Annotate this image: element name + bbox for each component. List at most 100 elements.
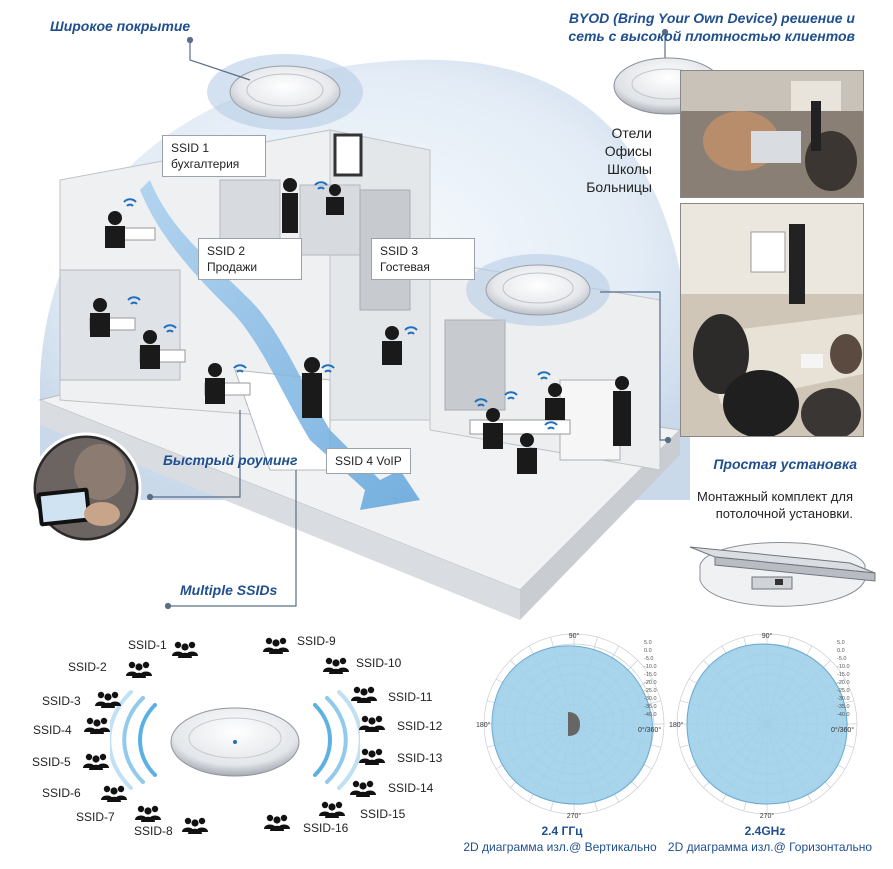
users-group-icon (135, 805, 161, 822)
users-group-icon (359, 748, 385, 765)
ssid-label: SSID-5 (32, 755, 71, 769)
scale-label: 0.0 (644, 648, 652, 654)
mount-text-line2: потолочной установки. (715, 506, 853, 521)
access-point-1 (207, 54, 363, 130)
ssid-label: SSID-7 (76, 810, 115, 824)
ssid-box-line1: SSID 2 (207, 244, 246, 258)
scale-label: -40.0 (837, 712, 850, 718)
photo-meeting (680, 203, 864, 437)
scale-label: -25.0 (644, 688, 657, 694)
pattern-freq-horizontal: 2.4GHz (744, 824, 786, 838)
venue-schools: Школы (607, 161, 652, 177)
scale-label: -15.0 (837, 672, 850, 678)
heading-byod-line1: BYOD (Bring Your Own Device) решение и (568, 10, 855, 26)
picture-frame (333, 133, 363, 177)
users-group-icon (83, 753, 109, 770)
ssid-label: SSID-13 (397, 751, 443, 765)
venue-list: Отели Офисы Школы Больницы (560, 124, 652, 196)
pattern-desc-vertical: 2D диаграмма изл.@ Вертикально (463, 840, 657, 854)
ssid-label: SSID-12 (397, 719, 443, 733)
scale-label: -20.0 (837, 680, 850, 686)
angle-top: 90° (762, 632, 773, 640)
ssid-box-voip: SSID 4 VoIP (326, 448, 411, 474)
scale-label: -35.0 (837, 704, 850, 710)
users-group-icon (350, 780, 376, 797)
heading-byod-line2: сеть с высокой плотностью клиентов (568, 28, 855, 44)
venue-hospitals: Больницы (586, 179, 652, 195)
wave-icon-right (313, 690, 360, 790)
scale-label: -5.0 (644, 656, 653, 662)
angle-right: 0°/360° (638, 726, 661, 734)
ssid-box-line1: SSID 4 VoIP (335, 454, 402, 468)
scale-label: -25.0 (837, 688, 850, 694)
ssid-box-line2: Гостевая (380, 260, 430, 274)
pattern-freq-vertical: 2.4 ГГц (541, 824, 583, 838)
ssid-label: SSID-15 (360, 807, 406, 821)
ssid-label: SSID-11 (388, 690, 433, 704)
ssid-box-line2: Продажи (207, 260, 258, 274)
users-group-icon (264, 814, 290, 831)
ssid-box-guest: SSID 3 Гостевая (371, 238, 475, 280)
scale-labels: 5.00.0-5.0-10.0-15.0-20.0-25.0-30.0-35.0… (644, 640, 657, 718)
users-group-icon (323, 657, 349, 674)
radiation-pattern-horizontal: 90° 180° 0°/360° 270° 5.0 0.0 -5.0 -10.0 -15… (669, 632, 858, 820)
scale-label: -5.0 (837, 656, 846, 662)
ssid-label: SSID-3 (42, 694, 81, 708)
users-group-icon (172, 641, 198, 658)
angle-left: 180° (476, 721, 491, 729)
mounting-kit-image (689, 542, 876, 607)
ssid-label: SSID-6 (42, 786, 81, 800)
tablet-photo (30, 432, 142, 544)
users-group-icon (95, 691, 121, 708)
ssid-box-accounting: SSID 1 бухгалтерия (162, 135, 266, 177)
pattern-desc-horizontal: 2D диаграмма изл.@ Горизонтально (667, 840, 873, 854)
angle-bottom: 270° (760, 812, 775, 820)
heading-roaming: Быстрый роуминг (163, 452, 298, 468)
scale-label: -35.0 (644, 704, 657, 710)
floor-front (40, 400, 520, 620)
ssid-label: SSID-14 (388, 781, 434, 795)
angle-bottom: 270° (567, 812, 582, 820)
angle-left: 180° (669, 721, 684, 729)
users-group-icon (126, 661, 152, 678)
ssid-label: SSID-2 (68, 660, 107, 674)
ssid-box-line1: SSID 3 (380, 244, 419, 258)
ssid-box-line1: SSID 1 (171, 141, 210, 155)
heading-coverage: Широкое покрытие (50, 18, 191, 34)
scale-label: 0.0 (837, 648, 845, 654)
partition-3 (299, 184, 361, 256)
pattern-shape-horizontal (686, 643, 848, 805)
ssid-label: SSID-10 (356, 656, 402, 670)
scale-label: -30.0 (837, 696, 850, 702)
ssid-label: SSID-8 (134, 824, 173, 838)
people (90, 178, 631, 474)
heading-multi-ssid: Multiple SSIDs (180, 582, 278, 598)
users-group-icon (263, 637, 289, 654)
users-group-icon (359, 715, 385, 732)
users-group-icon (351, 686, 377, 703)
photo-classroom (680, 70, 864, 198)
access-point-2 (466, 254, 610, 326)
ssid-label: SSID-4 (33, 723, 72, 737)
wifi-icons (123, 181, 558, 430)
venue-hotels: Отели (611, 125, 652, 141)
ssid-label: SSID-16 (303, 821, 349, 835)
mount-text: Монтажный комплект для потолочной устано… (653, 488, 853, 522)
scale-labels: 5.0 0.0 -5.0 -10.0 -15.0 -20.0 -25.0 -30.0 -35.0… (837, 640, 850, 718)
heading-install: Простая установка (713, 456, 857, 472)
scale-label: 5.0 (837, 640, 845, 646)
scale-label: 5.0 (644, 640, 652, 646)
scale-label: -20.0 (644, 680, 657, 686)
angle-top: 90° (569, 632, 580, 640)
scale-label: -10.0 (837, 664, 850, 670)
users-group-icon (101, 785, 127, 802)
cabinet-2 (444, 319, 506, 411)
users-group-icon (319, 801, 345, 818)
users-group-icon (182, 817, 208, 834)
scale-label: -10.0 (644, 664, 657, 670)
angle-right: 0°/360° (831, 726, 854, 734)
scale-label: -15.0 (644, 672, 657, 678)
ssid-label: SSID-9 (297, 634, 336, 648)
venue-offices: Офисы (604, 143, 652, 159)
